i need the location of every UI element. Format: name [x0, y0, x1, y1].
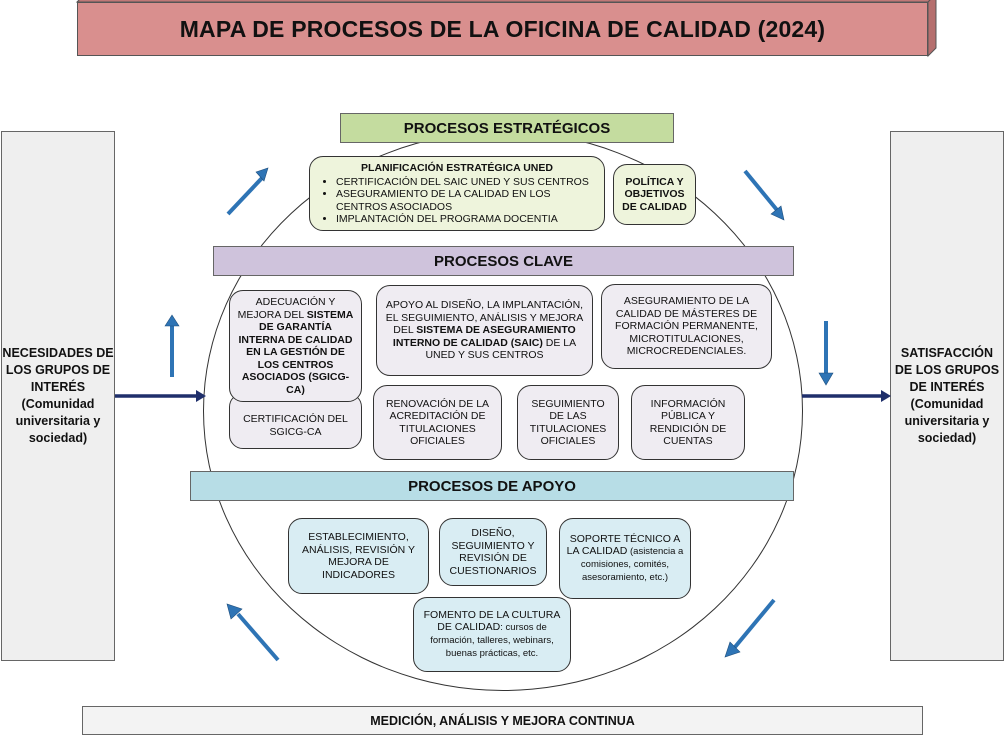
quality-policy-box: POLÍTICA Y OBJETIVOS DE CALIDAD: [613, 164, 696, 225]
masters-quality-box: ASEGURAMIENTO DE LA CALIDAD DE MÁSTERES …: [601, 284, 772, 369]
needs-label: NECESIDADES DE LOS GRUPOS DE INTERÉS: [2, 346, 114, 394]
saic-support-box: APOYO AL DISEÑO, LA IMPLANTACIÓN, EL SEG…: [376, 285, 593, 376]
stakeholder-needs-panel: NECESIDADES DE LOS GRUPOS DE INTERÉS (Co…: [1, 131, 115, 661]
page-title: MAPA DE PROCESOS DE LA OFICINA DE CALIDA…: [77, 2, 928, 56]
quality-culture-detail: : cursos de formación, talleres, webinar…: [430, 622, 554, 660]
support-processes-header: PROCESOS DE APOYO: [190, 471, 794, 501]
quality-culture-box: FOMENTO DE LA CULTURA DE CALIDAD: cursos…: [413, 597, 571, 672]
technical-support-detail: (asistencia a comisiones, comités, aseso…: [580, 546, 684, 584]
list-item: ASEGURAMIENTO DE LA CALIDAD EN LOS CENTR…: [336, 188, 596, 213]
sgicg-system-label: SISTEMA DE GARANTÍA INTERNA DE CALIDAD E…: [238, 308, 354, 396]
technical-support-box: SOPORTE TÉCNICO A LA CALIDAD (asistencia…: [559, 518, 691, 599]
sgicg-certification-label: CERTIFICACIÓN DEL SGICG-CA: [243, 413, 348, 438]
technical-support-label: SOPORTE TÉCNICO A LA CALIDAD: [566, 532, 681, 558]
saic-scope-label: DE LA UNED Y SUS CENTROS: [425, 336, 577, 362]
sgicg-adequacy-label: ADECUACIÓN Y MEJORA DEL: [237, 296, 336, 321]
satisfaction-label: SATISFACCIÓN DE LOS GRUPOS DE INTERÉS: [894, 346, 1000, 394]
public-information-box: INFORMACIÓN PÚBLICA Y RENDICIÓN DE CUENT…: [631, 385, 745, 460]
masters-quality-label: ASEGURAMIENTO DE LA CALIDAD DE MÁSTERES …: [615, 295, 758, 358]
questionnaires-box: DISEÑO, SEGUIMIENTO Y REVISIÓN DE CUESTI…: [439, 518, 547, 586]
satisfaction-sublabel: (Comunidad universitaria y sociedad): [904, 397, 990, 445]
saic-system-label: SISTEMA DE ASEGURAMIENTO INTERNO DE CALI…: [392, 324, 576, 349]
strategic-planning-list: CERTIFICACIÓN DEL SAIC UNED Y SUS CENTRO…: [318, 176, 596, 226]
sgicg-certification-box: CERTIFICACIÓN DEL SGICG-CA: [229, 393, 362, 449]
list-item: IMPLANTACIÓN DEL PROGRAMA DOCENTIA: [336, 213, 596, 226]
degree-monitoring-box: SEGUIMIENTO DE LAS TITULACIONES OFICIALE…: [517, 385, 619, 460]
list-item: CERTIFICACIÓN DEL SAIC UNED Y SUS CENTRO…: [336, 176, 596, 189]
key-processes-header: PROCESOS CLAVE: [213, 246, 794, 276]
quality-culture-label: FOMENTO DE LA CULTURA DE CALIDAD: [423, 608, 561, 634]
sgicg-adequacy-box: ADECUACIÓN Y MEJORA DEL SISTEMA DE GARAN…: [229, 290, 362, 402]
accreditation-renewal-label: RENOVACIÓN DE LA ACREDITACIÓN DE TITULAC…: [385, 397, 490, 448]
stakeholder-satisfaction-panel: SATISFACCIÓN DE LOS GRUPOS DE INTERÉS (C…: [890, 131, 1004, 661]
strategic-planning-title: PLANIFICACIÓN ESTRATÉGICA UNED: [361, 162, 553, 174]
quality-policy-label: POLÍTICA Y OBJETIVOS DE CALIDAD: [622, 175, 687, 213]
questionnaires-label: DISEÑO, SEGUIMIENTO Y REVISIÓN DE CUESTI…: [449, 527, 537, 577]
indicators-box: ESTABLECIMIENTO, ANÁLISIS, REVISIÓN Y ME…: [288, 518, 429, 594]
continuous-improvement-bar: MEDICIÓN, ANÁLISIS Y MEJORA CONTINUA: [82, 706, 923, 735]
degree-monitoring-label: SEGUIMIENTO DE LAS TITULACIONES OFICIALE…: [529, 397, 607, 448]
strategic-processes-header: PROCESOS ESTRATÉGICOS: [340, 113, 674, 143]
saic-support-label: APOYO AL DISEÑO, LA IMPLANTACIÓN, EL SEG…: [385, 299, 584, 337]
accreditation-renewal-box: RENOVACIÓN DE LA ACREDITACIÓN DE TITULAC…: [373, 385, 502, 460]
strategic-planning-box: PLANIFICACIÓN ESTRATÉGICA UNED CERTIFICA…: [309, 156, 605, 231]
indicators-label: ESTABLECIMIENTO, ANÁLISIS, REVISIÓN Y ME…: [301, 531, 415, 581]
public-information-label: INFORMACIÓN PÚBLICA Y RENDICIÓN DE CUENT…: [649, 397, 727, 448]
needs-sublabel: (Comunidad universitaria y sociedad): [15, 397, 101, 445]
